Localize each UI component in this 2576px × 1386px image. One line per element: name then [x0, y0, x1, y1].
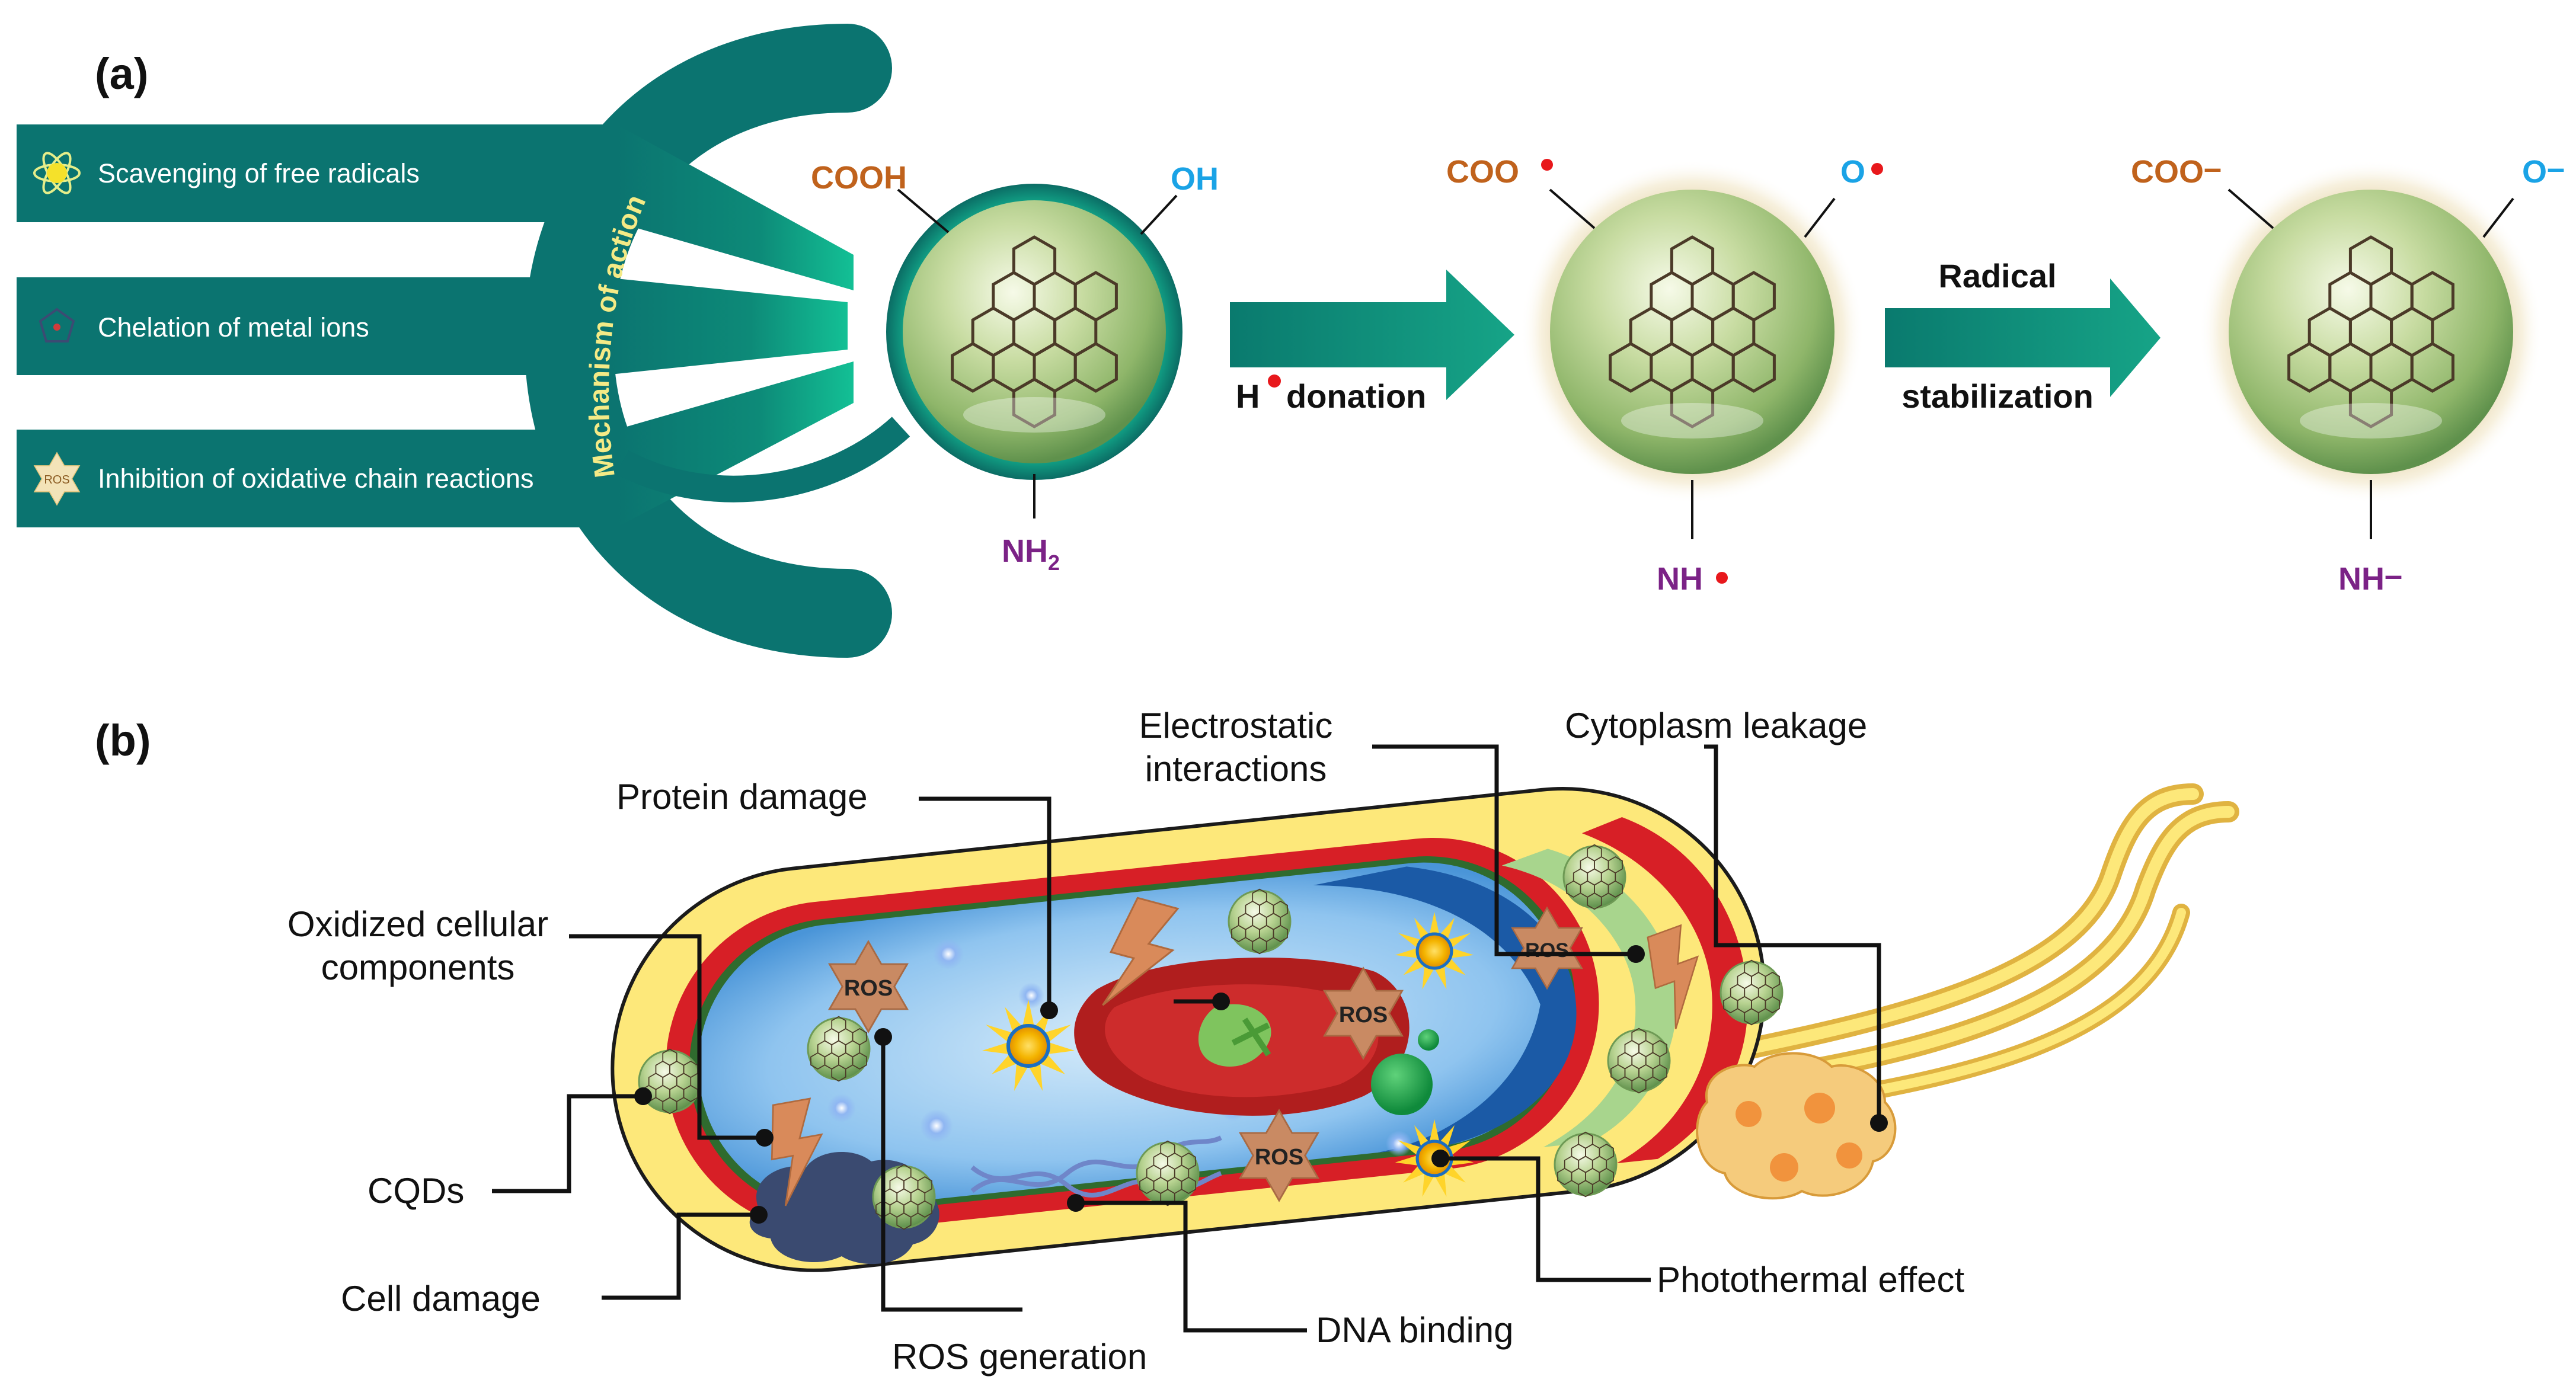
coo-bond-2 — [1549, 188, 1596, 229]
nh-anion-label-3: NH– — [2338, 558, 2402, 597]
label-oxidized-1: Oxidized cellular — [287, 904, 548, 944]
arrow-radical-stabilization — [1885, 279, 2160, 397]
label-ros-generation: ROS generation — [892, 1337, 1147, 1377]
label-electrostatic-2: interactions — [1145, 749, 1327, 789]
band-1 — [17, 124, 621, 222]
label-photothermal-effect: Photothermal effect — [1657, 1260, 1965, 1299]
mini-cqd-6 — [1564, 845, 1625, 910]
ros-star-4-text: ROS — [1525, 939, 1569, 962]
o-bond-3 — [2482, 197, 2514, 238]
panel-b-label: (b) — [95, 716, 151, 765]
ros-star-icon — [33, 452, 81, 506]
band-3-content: ROS Inhibition of oxidative chain reacti… — [33, 452, 533, 506]
radical-label: Radical — [1938, 257, 2056, 295]
o-radical-dot — [1871, 163, 1883, 175]
ros-star-1-text: ROS — [844, 976, 893, 1001]
mini-cqd-9 — [1555, 1132, 1616, 1197]
panel-b: (b) — [95, 706, 2239, 1377]
mini-cqd-3 — [1229, 889, 1290, 954]
nh-radical-dot — [1716, 572, 1728, 584]
ros-star-icon-text: ROS — [44, 473, 69, 486]
cqd-sphere-1 — [886, 184, 1182, 480]
band-1-label: Scavenging of free radicals — [98, 158, 420, 188]
band-1-content: Scavenging of free radicals — [33, 152, 420, 194]
nh2-label-1: NH2 — [1002, 533, 1060, 575]
cooh-label-1: COOH — [811, 160, 907, 196]
fan-3 — [616, 361, 854, 527]
cytoplasm-leakage-blob — [1696, 1052, 1897, 1200]
band-2-label: Chelation of metal ions — [98, 312, 369, 343]
ros-star-3-text: ROS — [1255, 1145, 1303, 1170]
label-protein-damage: Protein damage — [616, 777, 868, 817]
h-donation-label: donation — [1286, 377, 1426, 415]
mechanism-bands — [17, 124, 910, 527]
rupture-red — [1581, 817, 1748, 1164]
oh-bond-1 — [1140, 194, 1178, 235]
label-cqds: CQDs — [367, 1171, 464, 1211]
cqd-sphere-3 — [2199, 160, 2543, 504]
label-oxidized-2: components — [321, 948, 515, 987]
h-symbol: H — [1236, 377, 1260, 415]
band-3-label: Inhibition of oxidative chain reactions — [98, 463, 533, 494]
fan-1 — [616, 124, 854, 290]
mini-cqd-2 — [808, 1017, 870, 1081]
label-cytoplasm-leakage: Cytoplasm leakage — [1565, 706, 1867, 745]
mini-cqd-8 — [1608, 1029, 1670, 1093]
protein-mass — [1074, 958, 1410, 1116]
rupture-blue — [1313, 866, 1577, 1153]
callout-lines — [492, 744, 1881, 1333]
o-bond-2 — [1804, 197, 1836, 238]
o-radical-label-2: O — [1840, 154, 1865, 190]
mini-cqd-7 — [1721, 961, 1782, 1025]
h-radical-dot — [1268, 374, 1281, 388]
stabilization-label: stabilization — [1901, 377, 2094, 415]
arrow-h-donation — [1230, 270, 1514, 400]
coo-radical-dot — [1541, 159, 1553, 171]
band-3 — [17, 430, 621, 527]
coo-radical-label-2: COO — [1446, 154, 1519, 190]
atom-icon — [33, 152, 81, 194]
oh-label-1: OH — [1171, 161, 1219, 197]
coo-bond-3 — [2227, 188, 2274, 229]
chelate-ring-icon — [39, 308, 75, 343]
green-vesicle-small — [1418, 1029, 1439, 1051]
callout-dots — [634, 945, 1888, 1224]
label-cell-damage: Cell damage — [341, 1279, 541, 1318]
panel-a-label: (a) — [95, 49, 148, 98]
o-anion-label-3: O– — [2522, 151, 2565, 190]
band-2 — [17, 277, 609, 375]
ros-star-2-text: ROS — [1339, 1003, 1388, 1028]
cqd-sphere-2 — [1520, 160, 1864, 504]
mini-cqd-4 — [1137, 1141, 1198, 1206]
band-2-content: Chelation of metal ions — [39, 308, 369, 343]
nh-radical-label-2: NH — [1657, 561, 1703, 597]
panel-a: (a) Mechanism of action — [17, 24, 2565, 658]
fan-2 — [605, 277, 848, 375]
label-dna-binding: DNA binding — [1316, 1310, 1514, 1350]
green-vesicle — [1371, 1054, 1433, 1115]
coo-anion-label-3: COO– — [2131, 151, 2222, 190]
mini-cqd-1 — [639, 1049, 701, 1114]
cooh-bond-1 — [897, 188, 950, 233]
label-electrostatic-1: Electrostatic — [1139, 706, 1333, 745]
